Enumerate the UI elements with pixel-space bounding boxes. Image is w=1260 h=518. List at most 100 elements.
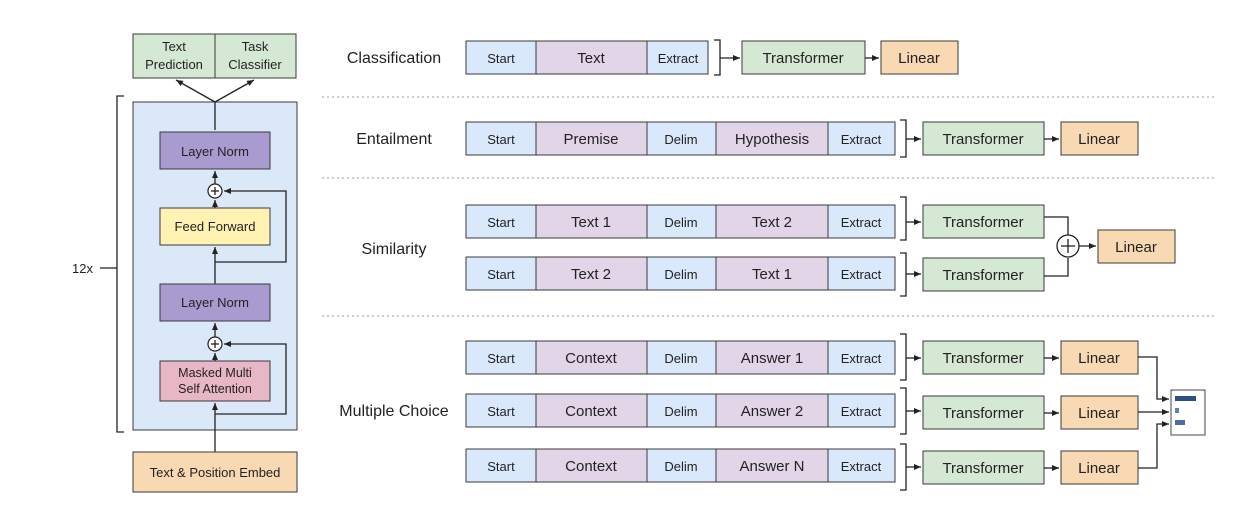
entailment-hypothesis-box (715, 121, 829, 156)
similarity-row2-text2-label: Text 2 (571, 266, 611, 283)
mc-row3-transformer-box (922, 450, 1045, 485)
layer-norm-top-box (159, 131, 271, 170)
similarity-row2-text1-label: Text 1 (752, 266, 792, 283)
mc-row1-context-label: Context (565, 350, 618, 367)
mc-row1-delim-label: Delim (664, 351, 697, 366)
text-prediction-label-line2: Prediction (145, 57, 203, 72)
similarity-row1-bracket (900, 196, 907, 241)
mc-row3-transformer-label: Transformer (942, 460, 1023, 477)
entailment-extract-box (827, 121, 896, 156)
text-position-embed-label: Text & Position Embed (150, 465, 281, 480)
entailment-bracket (900, 119, 907, 158)
layer-norm-bottom-label: Layer Norm (181, 295, 249, 310)
text-prediction-label-line1: Text (162, 39, 186, 54)
mc-row3-linear-label: Linear (1078, 460, 1120, 477)
mc-row1-linear-box (1060, 340, 1139, 375)
entailment-linear-label: Linear (1078, 131, 1120, 148)
text-prediction-box (132, 33, 216, 79)
residual-connection-top (215, 188, 287, 263)
classification-text-label: Text (577, 50, 605, 67)
entailment-label: Entailment (356, 131, 432, 148)
layer-norm-bottom-box (159, 283, 271, 322)
entailment-delim-box (646, 121, 717, 156)
masked-attention-label-line1: Masked Multi (178, 366, 252, 380)
similarity-row2-extract-label: Extract (841, 267, 882, 282)
mc-row1-delim-box (646, 340, 717, 375)
classification-linear-box (880, 40, 959, 75)
similarity-row1-extract-box (827, 204, 896, 239)
entailment-start-label: Start (487, 132, 515, 147)
mc-row3-start-label: Start (487, 459, 515, 474)
classification-transformer-box (741, 40, 866, 75)
repeat-bracket (116, 95, 124, 433)
mc-row1-transformer-label: Transformer (942, 350, 1023, 367)
task-entailment: Entailment Start Premise Delim Hypothesi… (356, 119, 1139, 158)
similarity-row2-text1-box (715, 256, 829, 291)
mc-row2-transformer-label: Transformer (942, 405, 1023, 422)
similarity-row1-text2-label: Text 2 (752, 214, 792, 231)
feed-forward-box (159, 207, 271, 246)
mc-row1-bracket (900, 333, 907, 381)
softmax-bar-1 (1175, 396, 1196, 401)
architecture-panel: Text Prediction Task Classifier Layer No… (72, 33, 298, 493)
similarity-row1-delim-box (646, 204, 717, 239)
classification-start-label: Start (487, 51, 515, 66)
mc-row2-extract-box (827, 393, 896, 428)
mc-row1-transformer-box (922, 340, 1045, 375)
mc-row1-start-box (465, 340, 537, 375)
similarity-row1-transformer-box (922, 204, 1045, 239)
mc-row2-bracket (900, 387, 907, 435)
arrow-to-text-prediction (175, 79, 216, 103)
mc-row1-answer-box (715, 340, 829, 375)
classification-label: Classification (347, 50, 441, 67)
repeat-count-label: 12x (72, 261, 93, 276)
classification-extract-label: Extract (658, 51, 699, 66)
entailment-hypothesis-label: Hypothesis (735, 131, 809, 148)
similarity-row2-transformer-box (922, 257, 1045, 292)
similarity-linear-box (1097, 229, 1176, 264)
similarity-row1-start-box (465, 204, 537, 239)
mc-row2-start-label: Start (487, 404, 515, 419)
classification-start-box (465, 40, 537, 75)
mc-row1-context-box (535, 340, 648, 375)
mc-row3-extract-label: Extract (841, 459, 882, 474)
mc-row3-delim-box (646, 448, 717, 483)
task-classifier-label-line1: Task (242, 39, 269, 54)
entailment-start-box (465, 121, 537, 156)
mc-row1-linear-label: Linear (1078, 350, 1120, 367)
similarity-row1-extract-label: Extract (841, 215, 882, 230)
classification-transformer-label: Transformer (762, 50, 843, 67)
similarity-row2-text2-box (535, 256, 648, 291)
entailment-linear-box (1060, 121, 1139, 156)
mc-row1-start-label: Start (487, 351, 515, 366)
similarity-row2-delim-box (646, 256, 717, 291)
feed-forward-label: Feed Forward (175, 219, 256, 234)
mc-row3-bracket (900, 443, 907, 491)
mc-connector-row1 (1138, 356, 1169, 402)
entailment-transformer-box (922, 121, 1045, 156)
similarity-row1-start-label: Start (487, 215, 515, 230)
mc-row1-extract-label: Extract (841, 351, 882, 366)
task-multiple-choice: Multiple Choice Start Context Delim Answ… (339, 333, 1206, 491)
similarity-merge-line-top (1044, 216, 1069, 235)
mc-row2-transformer-box (922, 395, 1045, 430)
arrow-to-task-classifier (214, 79, 255, 103)
text-position-embed-box (132, 451, 298, 493)
similarity-row2-start-label: Start (487, 267, 515, 282)
similarity-row1-delim-label: Delim (664, 215, 697, 230)
mc-row3-answer-box (715, 448, 829, 483)
classification-text-box (535, 40, 648, 75)
entailment-premise-label: Premise (563, 131, 618, 148)
similarity-merge-line-bottom (1044, 258, 1069, 277)
mc-row3-extract-box (827, 448, 896, 483)
entailment-premise-box (535, 121, 648, 156)
similarity-row1-transformer-label: Transformer (942, 214, 1023, 231)
mc-row2-context-box (535, 393, 648, 428)
mc-row3-start-box (465, 448, 537, 483)
softmax-bar-2 (1175, 408, 1179, 413)
mc-row2-linear-label: Linear (1078, 405, 1120, 422)
mc-row2-extract-label: Extract (841, 404, 882, 419)
layer-norm-top-label: Layer Norm (181, 144, 249, 159)
